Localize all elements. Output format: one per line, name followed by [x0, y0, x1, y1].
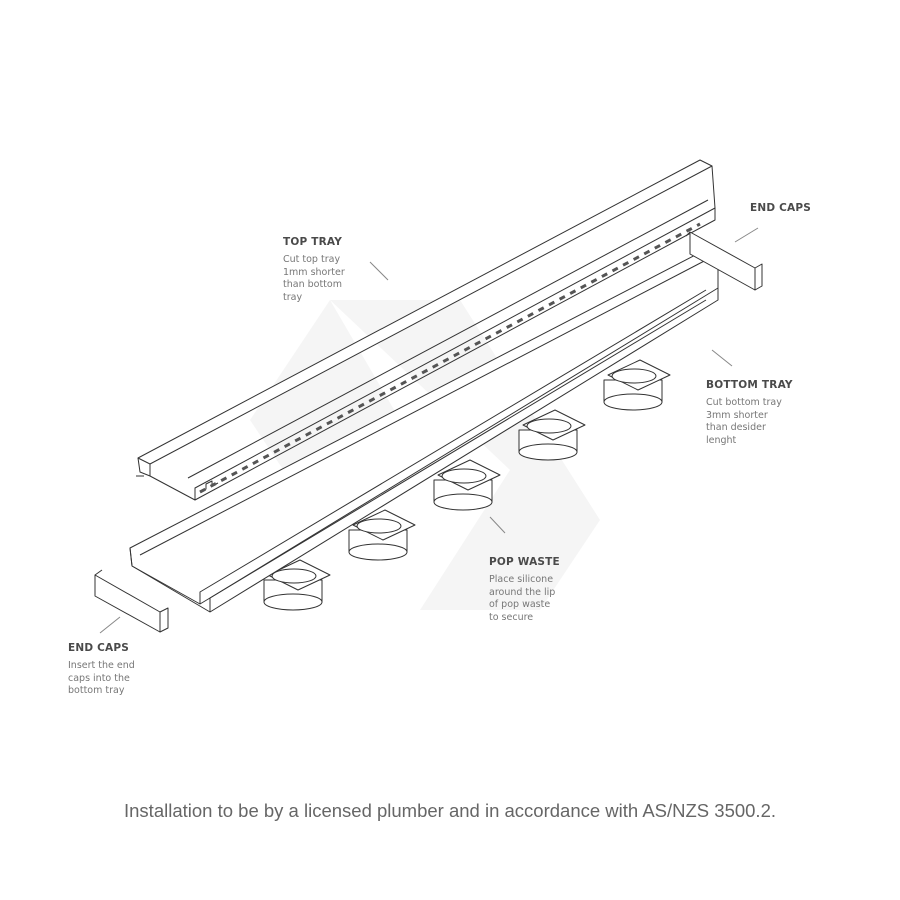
end-cap-right — [685, 231, 763, 291]
pop-waste-4 — [518, 409, 586, 461]
end-caps-left-label: END CAPS Insert the end caps into the bo… — [68, 642, 135, 698]
pop-waste-3 — [433, 459, 501, 511]
top-tray-note: Cut top tray 1mm shorter than bottom tra… — [283, 254, 345, 303]
pop-wastes — [263, 359, 671, 611]
bottom-tray-note: Cut bottom tray 3mm shorter than desider… — [706, 397, 782, 446]
end-caps-right-label: END CAPS — [750, 202, 811, 214]
pop-waste-1 — [263, 559, 331, 611]
installation-note: Installation to be by a licensed plumber… — [124, 800, 776, 821]
pop-waste-label: POP WASTE Place silicone around the lip … — [489, 556, 560, 624]
top-tray-label: TOP TRAY Cut top tray 1mm shorter than b… — [283, 236, 345, 304]
pop-waste-2 — [348, 509, 416, 561]
bottom-tray-title: BOTTOM TRAY — [706, 379, 793, 391]
end-caps-left-note: Insert the end caps into the bottom tray — [68, 660, 135, 696]
pop-waste-title: POP WASTE — [489, 556, 560, 568]
bottom-tray-label: BOTTOM TRAY Cut bottom tray 3mm shorter … — [706, 379, 793, 447]
end-caps-right-title: END CAPS — [750, 202, 812, 214]
top-tray-title: TOP TRAY — [283, 236, 343, 248]
pop-waste-note: Place silicone around the lip of pop was… — [489, 574, 556, 623]
pop-waste-5 — [603, 359, 671, 411]
top-tray — [136, 159, 716, 501]
end-caps-left-title: END CAPS — [68, 642, 130, 654]
bottom-tray — [129, 249, 719, 613]
end-cap-left — [94, 569, 169, 633]
leader-arrows — [99, 227, 759, 634]
